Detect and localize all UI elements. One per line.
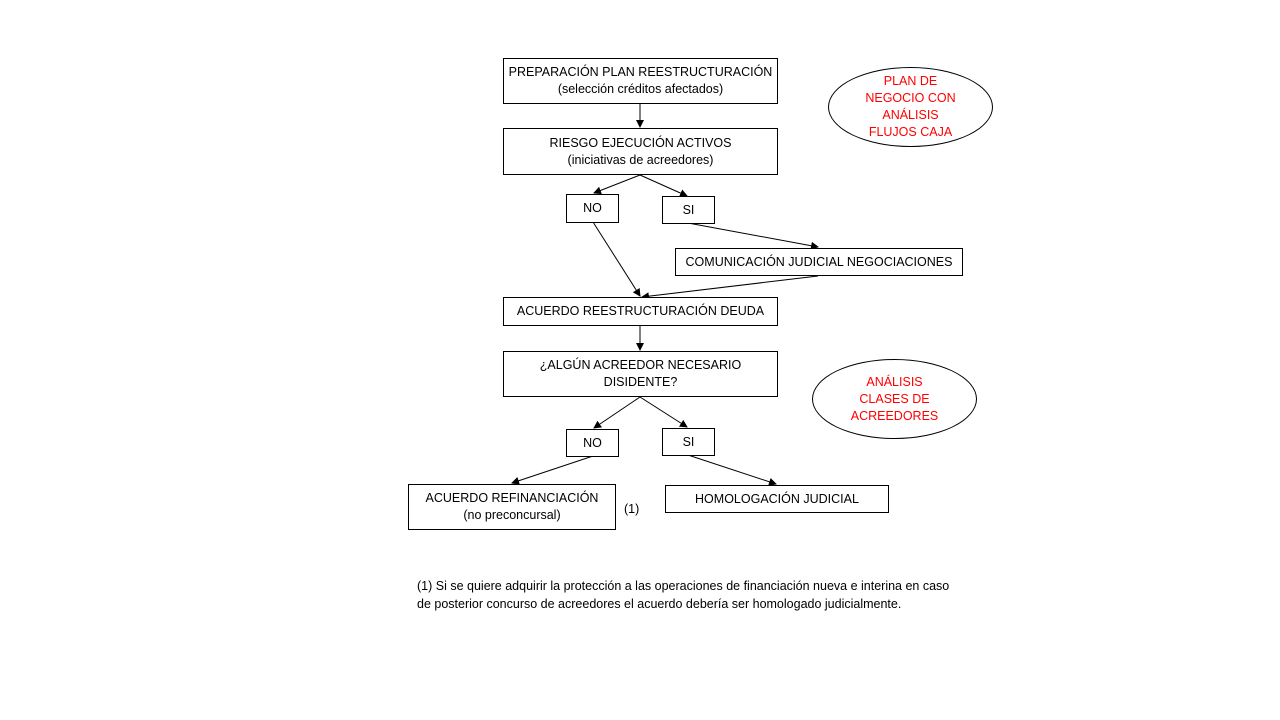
preparacion-plan-title: PREPARACIÓN PLAN REESTRUCTURACIÓN	[508, 65, 773, 79]
clases-acreedores-line1: ANÁLISIS	[866, 374, 923, 389]
homologacion-judicial-label: HOMOLOGACIÓN JUDICIAL	[695, 491, 859, 506]
preparacion-plan-box: PREPARACIÓN PLAN REESTRUCTURACIÓN (selec…	[503, 58, 778, 104]
clases-acreedores-ellipse: ANÁLISIS CLASES DE ACREEDORES	[812, 359, 977, 439]
arrow-si-to-comunicacion	[687, 222, 819, 250]
plan-negocio-line3: ANÁLISIS	[882, 108, 939, 122]
homologacion-judicial-box: HOMOLOGACIÓN JUDICIAL	[665, 485, 889, 513]
arrow-disidente-to-no	[593, 396, 641, 429]
comunicacion-judicial-label: COMUNICACIÓN JUDICIAL NEGOCIACIONES	[685, 254, 953, 269]
decision1-no-box: NO	[566, 194, 619, 223]
riesgo-ejecucion-subtitle: (iniciativas de acreedores)	[567, 152, 714, 167]
plan-negocio-line2: NEGOCIO CON	[865, 91, 956, 105]
arrow-no-to-refinanciacion	[511, 455, 594, 485]
decision2-no-label: NO	[583, 435, 602, 450]
arrow-disidente-to-si	[639, 396, 688, 428]
acuerdo-refinanciacion-subtitle: (no preconcursal)	[463, 508, 561, 522]
decision1-no-label: NO	[583, 201, 602, 215]
acuerdo-refinanciacion-box: ACUERDO REFINANCIACIÓN (no preconcursal)	[408, 484, 616, 530]
arrow-riesgo-to-si	[639, 174, 688, 197]
decision2-no-box: NO	[566, 429, 619, 457]
acuerdo-reestructuracion-box: ACUERDO REESTRUCTURACIÓN DEUDA	[503, 297, 778, 326]
comunicacion-judicial-box: COMUNICACIÓN JUDICIAL NEGOCIACIONES	[675, 248, 963, 276]
decision1-si-box: SI	[662, 196, 715, 224]
footnote-line1: (1) Si se quiere adquirir la protección …	[417, 579, 950, 593]
arrow-no-to-acuerdo	[592, 221, 641, 297]
acuerdo-reestructuracion-label: ACUERDO REESTRUCTURACIÓN DEUDA	[516, 304, 765, 318]
clases-acreedores-line2: CLASES DE	[859, 391, 930, 406]
acreedor-disidente-line1: ¿ALGÚN ACREEDOR NECESARIO	[539, 358, 742, 372]
footnote-text: (1) Si se quiere adquirir la protección …	[417, 577, 1007, 613]
arrow-riesgo-to-no	[593, 174, 641, 195]
plan-negocio-ellipse: PLAN DE NEGOCIO CON ANÁLISIS FLUJOS CAJA	[828, 67, 993, 147]
plan-negocio-line1: PLAN DE	[883, 74, 938, 88]
footnote-marker: (1)	[624, 502, 640, 516]
acreedor-disidente-line2: DISIDENTE?	[603, 375, 678, 389]
riesgo-ejecucion-title: RIESGO EJECUCIÓN ACTIVOS	[549, 135, 732, 150]
arrow-comunicacion-to-acuerdo	[641, 275, 819, 301]
arrow-si-to-homologacion	[687, 454, 777, 486]
decision2-si-box: SI	[662, 428, 715, 456]
preparacion-plan-subtitle: (selección créditos afectados)	[557, 82, 724, 96]
footnote-line2: de posterior concurso de acreedores el a…	[417, 597, 902, 611]
decision2-si-label: SI	[682, 434, 695, 449]
riesgo-ejecucion-box: RIESGO EJECUCIÓN ACTIVOS (iniciativas de…	[503, 128, 778, 175]
decision1-si-label: SI	[682, 202, 695, 217]
clases-acreedores-line3: ACREEDORES	[850, 408, 939, 423]
plan-negocio-line4: FLUJOS CAJA	[868, 125, 953, 139]
acreedor-disidente-box: ¿ALGÚN ACREEDOR NECESARIO DISIDENTE?	[503, 351, 778, 397]
acuerdo-refinanciacion-title: ACUERDO REFINANCIACIÓN	[425, 491, 599, 505]
